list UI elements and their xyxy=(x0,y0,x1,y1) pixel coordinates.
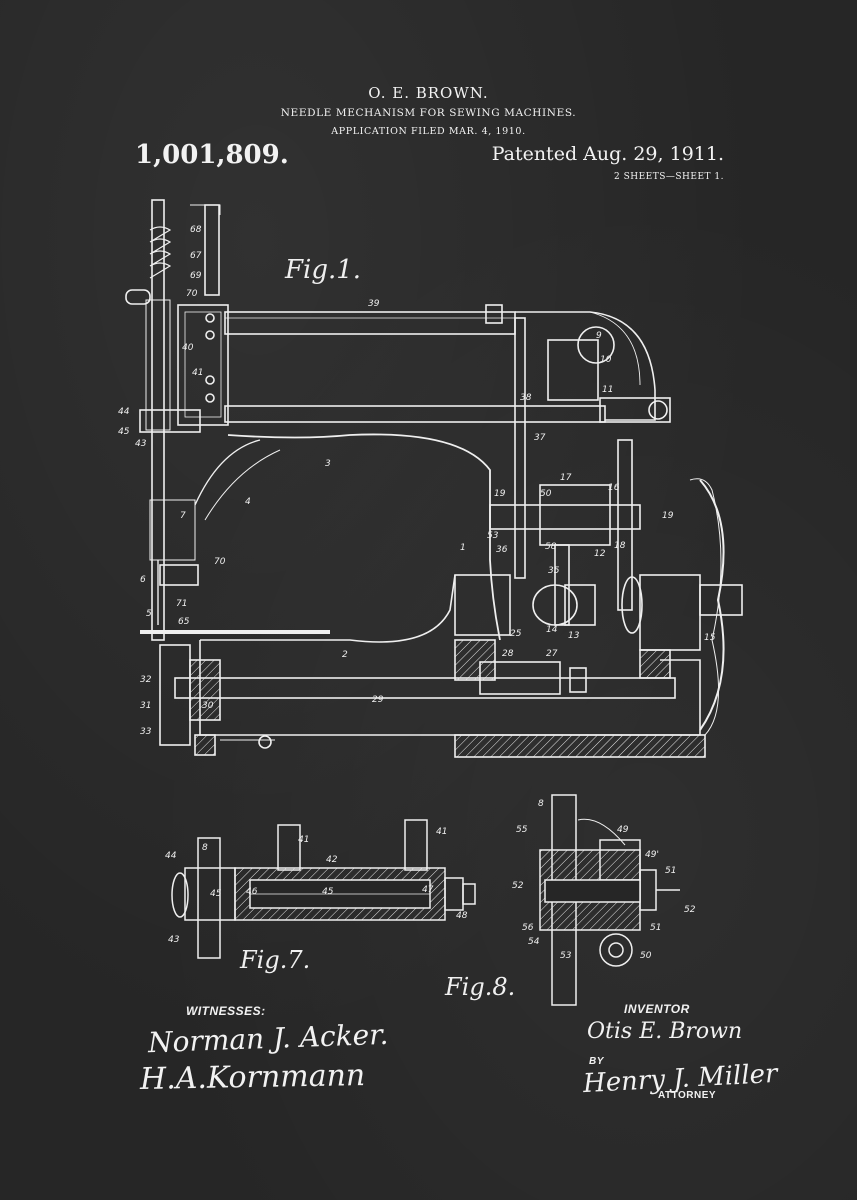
figure-1-reference-numerals: 6867697040414445437657170653231333039342… xyxy=(118,225,716,737)
fig1-numeral: 32 xyxy=(140,675,152,685)
fig1-numeral: 18 xyxy=(614,541,626,551)
fig1-numeral: 16 xyxy=(608,483,620,493)
fig1-numeral: 38 xyxy=(520,393,532,403)
fig7-numeral: 8 xyxy=(202,843,208,853)
fig1-numeral: 30 xyxy=(202,701,214,711)
fig1-numeral: 44 xyxy=(118,407,130,417)
fig1-numeral: 45 xyxy=(118,427,130,437)
figure-1-label: Fig.1. xyxy=(284,255,361,285)
fig1-numeral: 67 xyxy=(190,251,202,261)
fig1-numeral: 50 xyxy=(540,489,552,499)
witnesses-label: WITNESSES: xyxy=(186,1004,266,1018)
fig1-numeral: 10 xyxy=(600,355,612,365)
fig1-numeral: 5 xyxy=(146,609,152,619)
fig8-numeral: 51 xyxy=(665,866,676,876)
fig7-numeral: 41 xyxy=(436,827,447,837)
fig7-numeral: 43 xyxy=(168,935,180,945)
fig1-numeral: 68 xyxy=(190,225,202,235)
application-filed: APPLICATION FILED MAR. 4, 1910. xyxy=(331,126,526,137)
fig1-numeral: 1 xyxy=(460,543,466,553)
fig7-numeral: 44 xyxy=(165,851,177,861)
fig1-numeral: 14 xyxy=(546,625,558,635)
fig8-numeral: 54 xyxy=(528,937,540,947)
fig1-numeral: 2 xyxy=(342,650,348,660)
fig1-numeral: 19 xyxy=(494,489,506,499)
fig1-numeral: 58 xyxy=(545,542,557,552)
fig1-numeral: 29 xyxy=(372,695,384,705)
fig7-numeral: 46 xyxy=(246,887,258,897)
witness-signature-2: H.A.Kornmann xyxy=(139,1058,366,1097)
inventor-signature: Otis E. Brown xyxy=(587,1019,743,1044)
fig1-numeral: 40 xyxy=(182,343,194,353)
fig1-numeral: 33 xyxy=(140,727,152,737)
figure-7-assembly xyxy=(171,819,476,959)
figure-7-label: Fig.7. xyxy=(239,946,310,974)
fig1-numeral: 37 xyxy=(534,433,546,443)
fig1-numeral: 36 xyxy=(496,545,508,555)
fig1-numeral: 6 xyxy=(140,575,146,585)
fig1-numeral: 41 xyxy=(192,368,203,378)
fig8-numeral: 51 xyxy=(650,923,661,933)
figure-8-assembly xyxy=(539,794,680,1006)
attorney-label: ATTORNEY xyxy=(658,1090,717,1101)
fig1-numeral: 13 xyxy=(568,631,580,641)
fig1-numeral: 70 xyxy=(214,557,226,567)
fig1-numeral: 7 xyxy=(180,511,186,521)
fig1-numeral: 31 xyxy=(140,701,151,711)
fig8-numeral: 56 xyxy=(522,923,534,933)
fig8-numeral: 49' xyxy=(645,850,659,860)
fig1-numeral: 17 xyxy=(560,473,572,483)
figure-1-machine xyxy=(125,199,743,758)
fig1-numeral: 11 xyxy=(602,385,613,395)
figure-8-reference-numerals: 8 55 49 49' 51 52 52 56 54 53 51 50 xyxy=(512,799,696,961)
fig7-numeral: 45 xyxy=(210,889,222,899)
fig1-numeral: 9 xyxy=(596,331,602,341)
fig1-numeral: 53 xyxy=(487,531,499,541)
fig1-numeral: 27 xyxy=(546,649,558,659)
fig1-numeral: 25 xyxy=(510,629,522,639)
fig8-numeral: 50 xyxy=(640,951,652,961)
inventor-name: O. E. BROWN. xyxy=(368,84,489,102)
fig1-numeral: 35 xyxy=(548,566,560,576)
fig7-numeral: 42 xyxy=(326,855,338,865)
fig1-numeral: 28 xyxy=(502,649,514,659)
fig1-numeral: 69 xyxy=(190,271,202,281)
fig7-numeral: 41 xyxy=(298,835,309,845)
fig8-numeral: 52 xyxy=(512,881,524,891)
fig8-numeral: 52 xyxy=(684,905,696,915)
fig1-numeral: 43 xyxy=(135,439,147,449)
patent-number: 1,001,809. xyxy=(135,140,289,170)
by-label: BY xyxy=(589,1056,604,1067)
fig8-numeral: 49 xyxy=(617,825,629,835)
figure-8-label: Fig.8. xyxy=(444,973,515,1001)
fig8-numeral: 8 xyxy=(538,799,544,809)
fig1-numeral: 70 xyxy=(186,289,198,299)
inventor-label: INVENTOR xyxy=(624,1002,690,1016)
fig1-numeral: 4 xyxy=(245,497,251,507)
patent-title: NEEDLE MECHANISM FOR SEWING MACHINES. xyxy=(280,107,577,119)
fig7-numeral: 47 xyxy=(422,885,434,895)
fig1-numeral: 15 xyxy=(704,633,716,643)
fig8-numeral: 53 xyxy=(560,951,572,961)
fig1-numeral: 12 xyxy=(594,549,606,559)
fig7-numeral: 45 xyxy=(322,887,334,897)
fig1-numeral: 39 xyxy=(368,299,380,309)
fig1-numeral: 3 xyxy=(325,459,331,469)
sheet-count: 2 SHEETS—SHEET 1. xyxy=(613,172,724,182)
fig8-numeral: 55 xyxy=(516,825,528,835)
fig1-numeral: 19 xyxy=(662,511,674,521)
patented-date: Patented Aug. 29, 1911. xyxy=(491,143,724,165)
fig7-numeral: 48 xyxy=(456,911,468,921)
fig1-numeral: 71 xyxy=(176,599,187,609)
fig1-numeral: 65 xyxy=(178,617,190,627)
figure-7-reference-numerals: 8 41 42 41 44 45 46 45 47 48 43 xyxy=(165,827,468,945)
